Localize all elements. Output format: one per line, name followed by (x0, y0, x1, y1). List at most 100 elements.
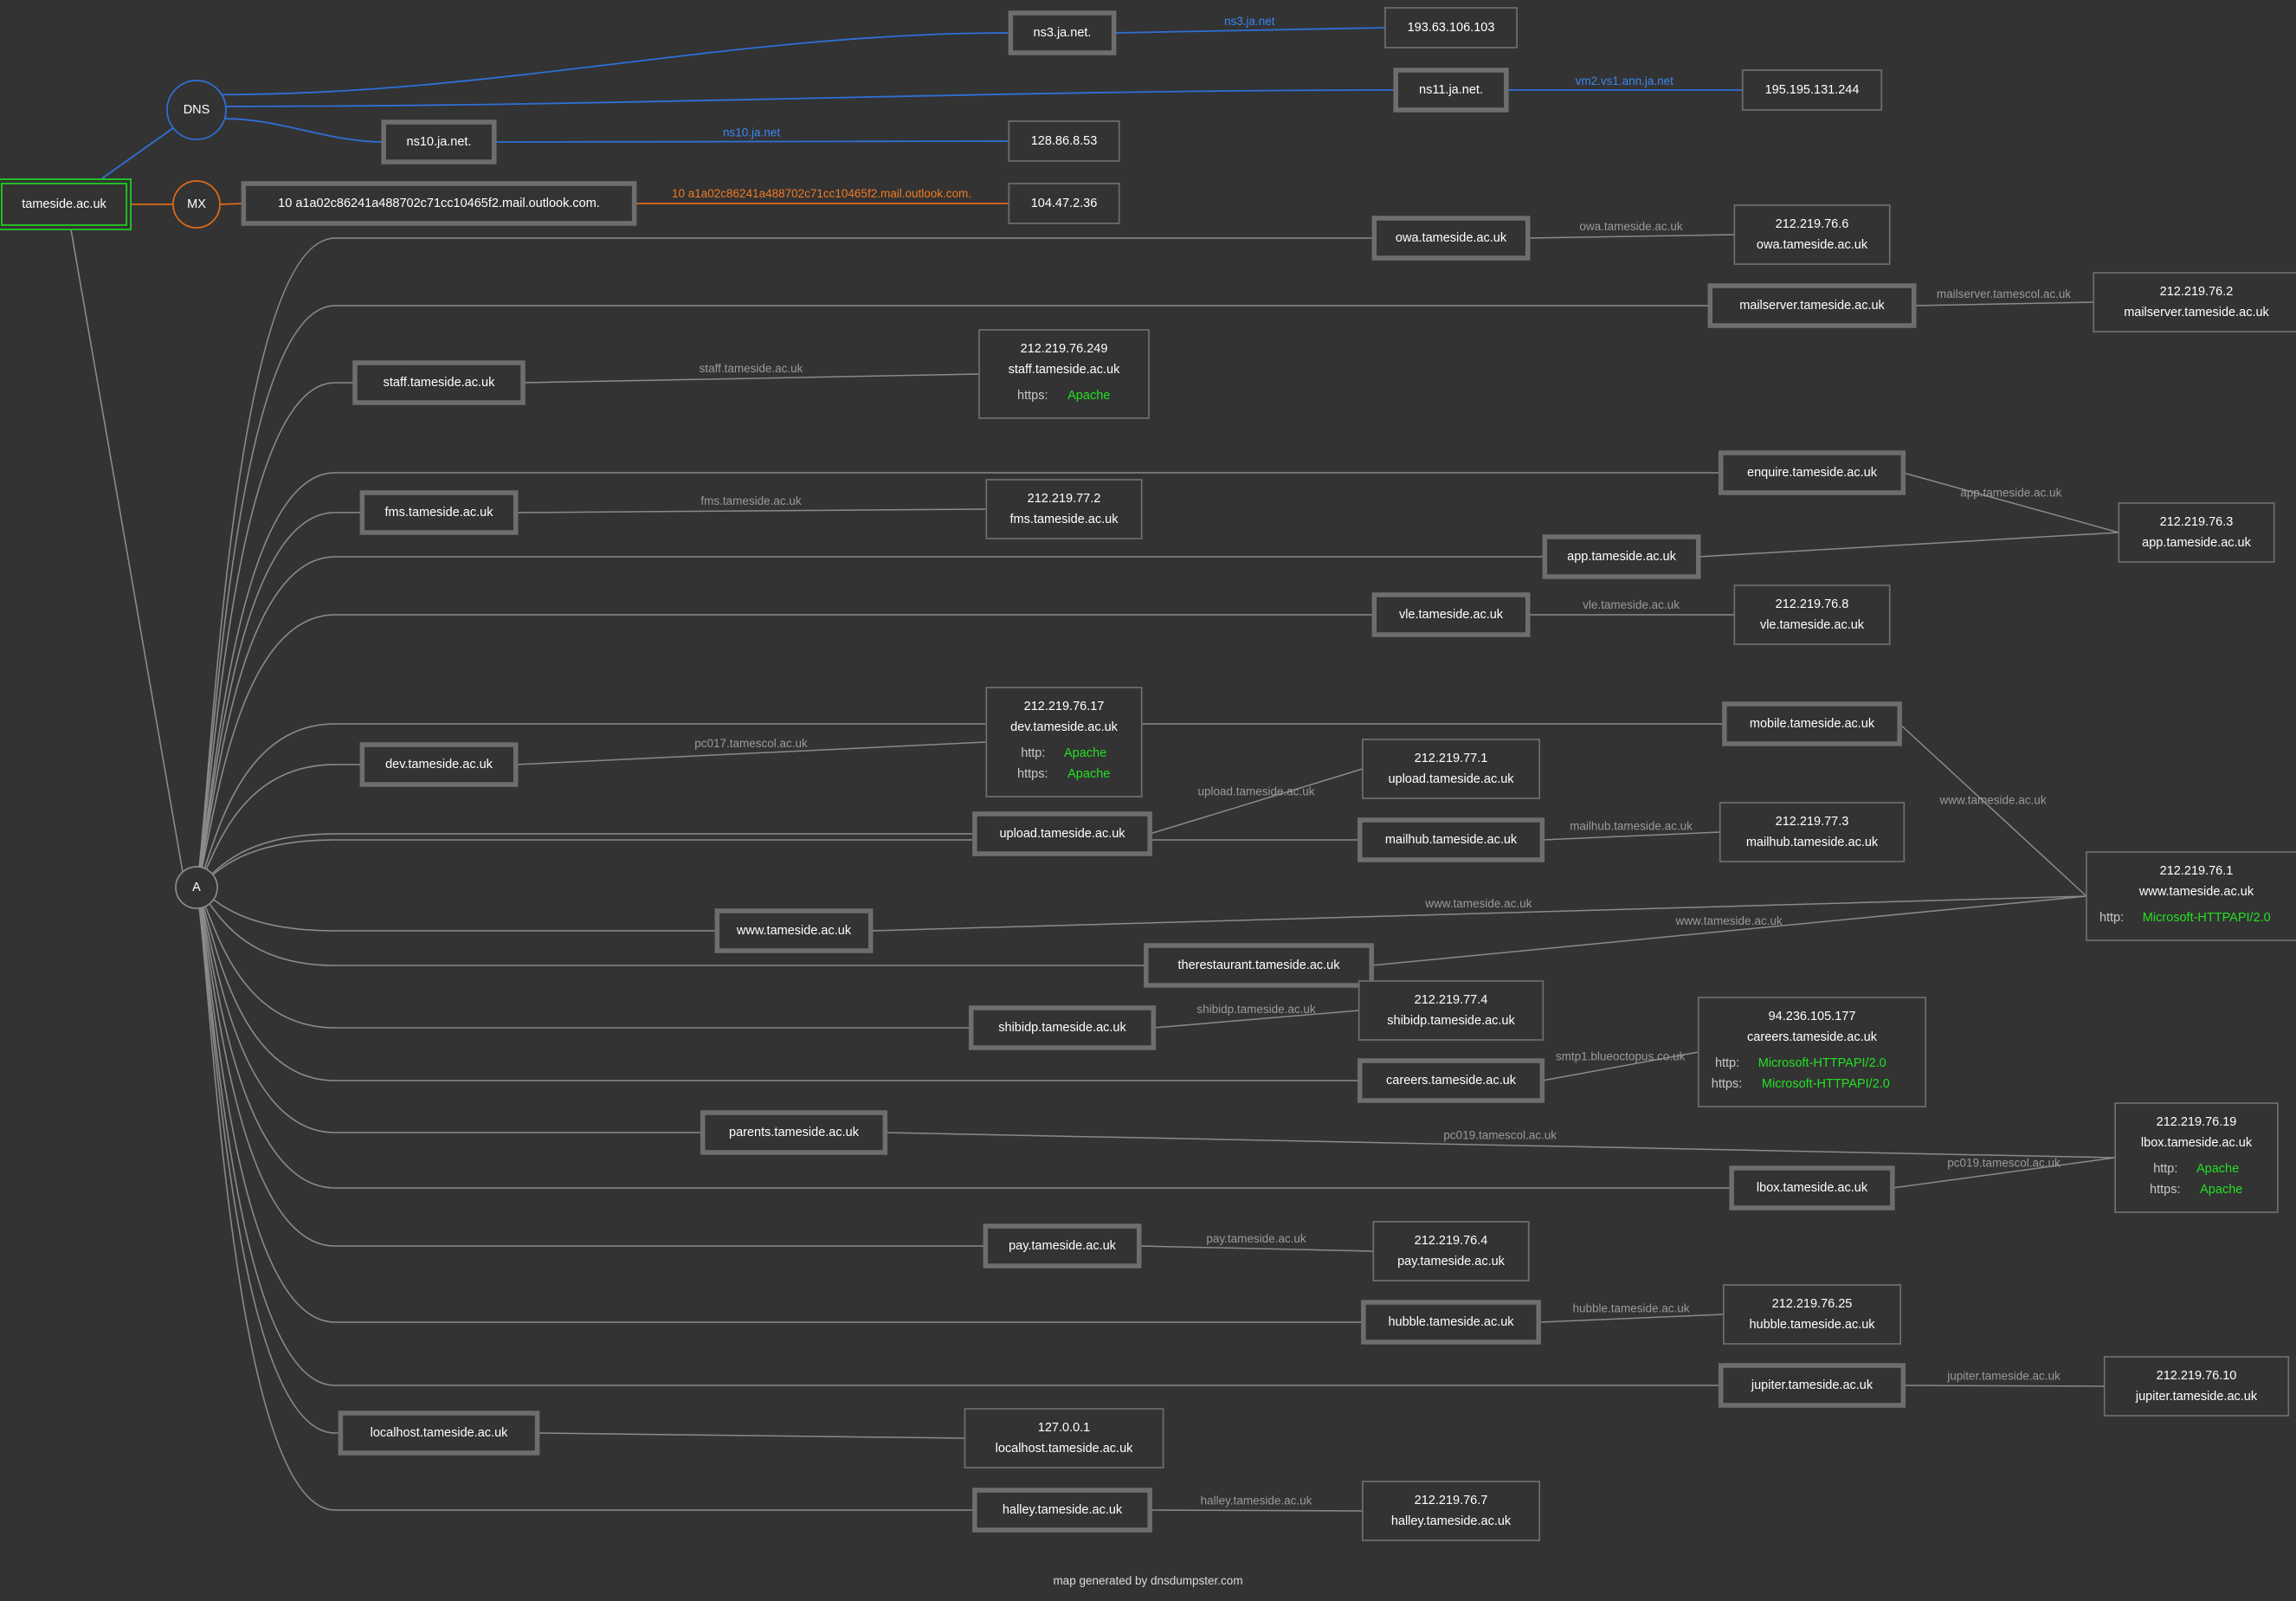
ns-ip-node-0[interactable]: 193.63.106.103 (1384, 7, 1518, 48)
service-server: Apache (1064, 746, 1106, 760)
host-node-fms[interactable]: fms.tameside.ac.uk (359, 490, 519, 535)
host-label: jupiter.tameside.ac.uk (1751, 1378, 1874, 1392)
ip-node-www[interactable]: 212.219.76.1www.tameside.ac.ukhttp:Micro… (2086, 851, 2296, 941)
root-domain-node[interactable]: tameside.ac.uk (0, 178, 132, 230)
edge-root-a (70, 229, 184, 873)
ip-box (1361, 739, 1540, 799)
mx-hub[interactable]: MX (172, 180, 221, 229)
edge-ns-ip2 (493, 140, 1009, 143)
edge-label: vle.tameside.ac.uk (1583, 598, 1680, 611)
edge-dns-ns1 (225, 89, 1396, 107)
host-node-lbox[interactable]: lbox.tameside.ac.uk (1729, 1165, 1895, 1210)
host-node-vle[interactable]: vle.tameside.ac.uk (1371, 592, 1531, 637)
host-node-mailhub[interactable]: mailhub.tameside.ac.uk (1357, 817, 1545, 862)
ip-box (1358, 980, 1545, 1041)
host-node-halley[interactable]: halley.tameside.ac.uk (972, 1488, 1152, 1533)
host-box (1144, 943, 1374, 988)
host-box (359, 742, 519, 787)
host-node-upload[interactable]: upload.tameside.ac.uk (972, 811, 1152, 856)
host-label: mailserver.tameside.ac.uk (1739, 299, 1885, 313)
hub-label: DNS (184, 103, 210, 117)
ip-address: 104.47.2.36 (1031, 197, 1098, 210)
ip-node-staff[interactable]: 212.219.76.249staff.tameside.ac.ukhttps:… (978, 329, 1150, 419)
host-box (972, 811, 1152, 856)
mx-host-0[interactable]: 10 a1a02c86241a488702c71cc10465f2.mail.o… (241, 181, 637, 226)
mx-ip-node-0[interactable]: 104.47.2.36 (1008, 183, 1120, 224)
host-node-therestaurant[interactable]: therestaurant.tameside.ac.uk (1144, 943, 1374, 988)
hub-label: A (192, 881, 201, 894)
ip-node-dev[interactable]: 212.219.76.17dev.tameside.ac.ukhttp:Apac… (985, 687, 1143, 797)
host-node-mobile[interactable]: mobile.tameside.ac.uk (1722, 701, 1902, 746)
host-label: careers.tameside.ac.uk (1386, 1074, 1517, 1088)
edge-root-dns (101, 125, 177, 179)
service-server: Microsoft-HTTPAPI/2.0 (1758, 1056, 1886, 1070)
host-label: hubble.tameside.ac.uk (1388, 1315, 1514, 1329)
host-node-parents[interactable]: parents.tameside.ac.uk (700, 1110, 888, 1155)
host-box (1707, 283, 1917, 328)
host-node-localhost[interactable]: localhost.tameside.ac.uk (338, 1411, 540, 1456)
edge-label: pc019.tamescol.ac.uk (1947, 1157, 2061, 1170)
host-node-dev[interactable]: dev.tameside.ac.uk (359, 742, 519, 787)
ip-box (1384, 7, 1518, 48)
host-label: dev.tameside.ac.uk (385, 758, 493, 771)
host-box (241, 181, 637, 226)
edge-a-app (196, 556, 1545, 888)
ns-host-1[interactable]: ns11.ja.net. (1393, 68, 1509, 113)
host-node-www[interactable]: www.tameside.ac.uk (714, 908, 874, 953)
dns-hub[interactable]: DNS (166, 80, 227, 140)
host-node-mailserver[interactable]: mailserver.tameside.ac.uk (1707, 283, 1917, 328)
ns-host-2[interactable]: ns10.ja.net. (381, 119, 497, 165)
hub-label: MX (187, 197, 206, 211)
ip-node-careers[interactable]: 94.236.105.177careers.tameside.ac.ukhttp… (1697, 997, 1927, 1107)
host-node-enquire[interactable]: enquire.tameside.ac.uk (1718, 450, 1906, 495)
a-record-hub[interactable]: A (175, 866, 218, 909)
service-protocol: http: (2153, 1162, 2177, 1176)
host-box (381, 119, 497, 165)
ip-reverse-name: pay.tameside.ac.uk (1397, 1255, 1506, 1269)
edge-ns-ip0 (1113, 27, 1385, 34)
host-node-shibidp[interactable]: shibidp.tameside.ac.uk (968, 1005, 1157, 1050)
host-label: app.tameside.ac.uk (1567, 550, 1676, 564)
edge-host-ip-enquire (1903, 472, 2119, 533)
ip-box (1008, 183, 1120, 224)
edge-a-lbox (196, 887, 1732, 1189)
ns-host-0[interactable]: ns3.ja.net. (1008, 10, 1117, 55)
ip-box (2086, 851, 2296, 941)
host-node-owa[interactable]: owa.tameside.ac.uk (1371, 216, 1531, 261)
edge-host-ip-www (870, 895, 2086, 932)
edge-host-ip-careers (1542, 1051, 1699, 1081)
host-node-hubble[interactable]: hubble.tameside.ac.uk (1361, 1300, 1541, 1345)
edge-host-ip-owa (1527, 234, 1735, 239)
ns-ip-node-2[interactable]: 128.86.8.53 (1008, 120, 1120, 162)
edge-a-staff (196, 382, 355, 888)
host-node-jupiter[interactable]: jupiter.tameside.ac.uk (1718, 1363, 1906, 1408)
ns-ip-node-1[interactable]: 195.195.131.244 (1741, 69, 1883, 111)
service-protocol: https: (1017, 767, 1048, 781)
ip-address: 212.219.76.1 (2160, 864, 2234, 878)
ip-box (964, 1408, 1164, 1469)
edge-label: app.tameside.ac.uk (1960, 487, 2061, 500)
host-label: therestaurant.tameside.ac.uk (1178, 959, 1341, 972)
edge-host-ip-localhost (537, 1432, 965, 1439)
host-node-pay[interactable]: pay.tameside.ac.uk (983, 1223, 1142, 1269)
host-box (1722, 701, 1902, 746)
host-node-careers[interactable]: careers.tameside.ac.uk (1357, 1058, 1545, 1103)
host-node-staff[interactable]: staff.tameside.ac.uk (352, 360, 526, 405)
ip-node-lbox[interactable]: 212.219.76.19lbox.tameside.ac.ukhttp:Apa… (2114, 1102, 2279, 1213)
host-box (700, 1110, 888, 1155)
service-server: Apache (1067, 389, 1110, 403)
host-node-app[interactable]: app.tameside.ac.uk (1542, 534, 1701, 579)
